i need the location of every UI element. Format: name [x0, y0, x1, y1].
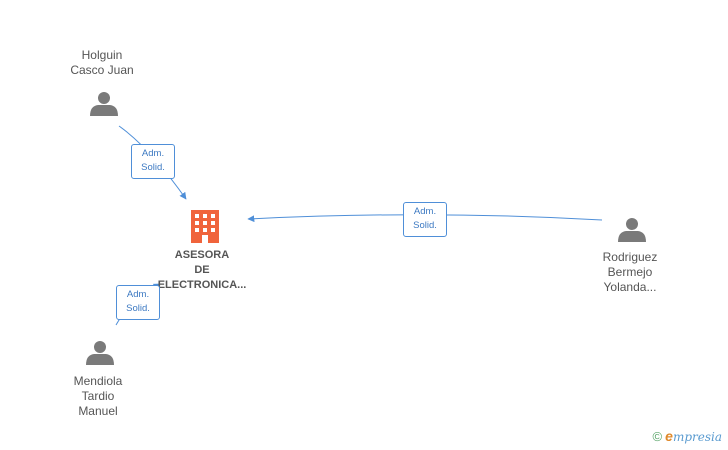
person-label-line: Yolanda... — [603, 280, 657, 294]
edge-label-line: Solid. — [126, 303, 150, 314]
person-icon[interactable] — [86, 341, 114, 365]
edge-label-holguin[interactable]: Adm. Solid. — [131, 144, 175, 179]
brand-name: mpresia — [672, 430, 722, 444]
edge-label-line: Adm. — [413, 206, 437, 217]
edge-label-line: Solid. — [413, 220, 437, 231]
person-label-holguin[interactable]: Holguin Casco Juan — [52, 48, 152, 78]
company-label-line: DE — [194, 264, 210, 276]
edge-label-line: Solid. — [141, 162, 165, 173]
person-label-line: Holguin — [81, 48, 123, 62]
company-label[interactable]: ASESORA DE ELECTRONICA... — [142, 248, 262, 293]
edge-label-line: Adm. — [141, 148, 165, 159]
company-label-line: ELECTRONICA... — [157, 279, 247, 291]
copyright-symbol: © — [652, 429, 663, 444]
person-label-line: Casco Juan — [70, 63, 134, 77]
person-icon[interactable] — [618, 218, 646, 242]
edge-label-mendiola[interactable]: Adm. Solid. — [116, 285, 160, 320]
brand-initial: e — [665, 428, 673, 444]
person-label-line: Bermejo — [607, 265, 653, 279]
person-label-line: Mendiola — [73, 374, 123, 388]
empresia-watermark: ©empresia — [653, 428, 722, 444]
person-label-mendiola[interactable]: Mendiola Tardio Manuel — [48, 374, 148, 419]
person-label-line: Manuel — [78, 404, 118, 418]
building-icon[interactable] — [191, 210, 219, 243]
person-icon[interactable] — [90, 92, 118, 116]
edge-label-rodriguez[interactable]: Adm. Solid. — [403, 202, 447, 237]
person-label-line: Tardio — [81, 389, 115, 403]
company-label-line: ASESORA — [174, 249, 230, 261]
person-label-rodriguez[interactable]: Rodriguez Bermejo Yolanda... — [580, 250, 680, 295]
person-label-line: Rodriguez — [602, 250, 658, 264]
edge-label-line: Adm. — [126, 289, 150, 300]
